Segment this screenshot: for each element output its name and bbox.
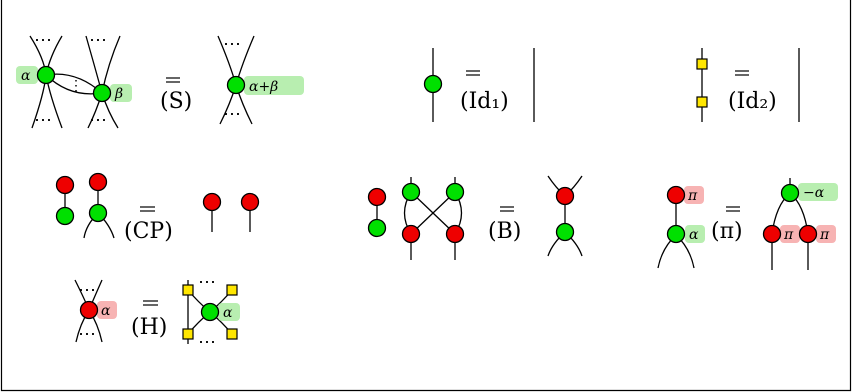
red-pi-lhs: [666, 185, 686, 205]
rule-label-pi: (π): [711, 219, 743, 244]
dots-h-rhs-bottom: ⋯: [198, 332, 216, 353]
phase-sum: α+β: [249, 79, 278, 95]
green-bialg-rhs: [555, 222, 575, 242]
dots-h-top: ⋯: [78, 280, 96, 301]
phase-bg-pi-rhs-right: [816, 225, 836, 243]
rule-label-b: (B): [488, 219, 521, 244]
hadamard-box-bottom: [696, 96, 708, 108]
green-identity: [423, 74, 443, 94]
identity-rule-1: (Id₁): [423, 48, 535, 122]
red-copy-out-right: [240, 192, 260, 212]
hadamard-rule: ⋯ ⋯ α (H) ⋯ ⋯ α: [74, 272, 240, 353]
phase-bg-neg-alpha: [798, 183, 838, 201]
dots-middle: ⋮: [69, 78, 83, 94]
green-copy-right: [88, 203, 108, 223]
phase-bg-alpha-lhs: [685, 225, 705, 243]
red-bialg-bottom-left: [401, 224, 421, 244]
dots-bottom-right: ⋯: [89, 110, 107, 131]
hadamard-box-h-bl: [182, 328, 194, 340]
rule-label-id2: (Id₂): [728, 89, 777, 114]
hadamard-box-top: [696, 58, 708, 70]
pi-rule: π α (π) −α π π: [657, 178, 838, 270]
red-pi-rhs-right: [798, 224, 818, 244]
hadamard-box-h-br: [226, 328, 238, 340]
green-h-rhs: [200, 302, 220, 322]
phase-bg-h-rhs: [218, 303, 240, 321]
hadamard-box-h-tl: [182, 284, 194, 296]
rule-label-cp: (CP): [124, 219, 173, 244]
dots-rhs-top: ⋯: [223, 34, 241, 55]
phase-bg-beta: [110, 84, 132, 102]
bialgebra-rule: (B): [367, 175, 583, 260]
green-copy-left: [55, 206, 75, 226]
phase-alpha: α: [21, 68, 31, 84]
phase-bg-sum: [244, 76, 304, 95]
phase-h-lhs: α: [101, 303, 111, 319]
phase-beta: β: [114, 86, 123, 102]
green-bialg-top-left: [401, 182, 421, 202]
rule-label-h: (H): [131, 315, 167, 340]
green-bialg-top-right: [445, 182, 465, 202]
dots-rhs-bottom: ⋯: [223, 104, 241, 125]
hadamard-box-h-tr: [226, 284, 238, 296]
green-neg-alpha-rhs: [780, 183, 800, 203]
red-pi-rhs-left: [762, 224, 782, 244]
copy-rule: (CP): [55, 172, 260, 244]
phase-alpha-lhs: α: [689, 227, 699, 243]
red-bialg-bottom-right: [445, 224, 465, 244]
phase-pi-lhs: π: [687, 188, 698, 204]
red-copy-out-left: [202, 192, 222, 212]
red-copy-right: [88, 172, 108, 192]
dots-top-left: ⋯: [34, 30, 52, 51]
rule-label-id1: (Id₁): [460, 89, 509, 114]
red-copy-left: [55, 175, 75, 195]
dots-bottom-left: ⋯: [34, 110, 52, 131]
dots-top-right: ⋯: [89, 30, 107, 51]
phase-h-rhs: α: [223, 305, 233, 321]
rule-label-spider: (S): [160, 89, 192, 114]
phase-bg-pi-lhs: [684, 186, 704, 204]
dots-h-bottom: ⋯: [78, 324, 96, 345]
identity-rule-2: (Id₂): [696, 48, 800, 122]
phase-pi-rhs-right: π: [819, 227, 830, 243]
green-bialg-left: [367, 218, 387, 238]
phase-pi-rhs-left: π: [783, 227, 794, 243]
dots-h-rhs-top: ⋯: [198, 272, 216, 293]
green-alpha-lhs: [666, 224, 686, 244]
phase-bg-h-lhs: [97, 301, 117, 319]
green-spider-alpha: [36, 65, 56, 85]
green-spider-merged: [226, 75, 246, 95]
red-bialg-rhs: [555, 186, 575, 206]
red-h-lhs: [79, 300, 99, 320]
phase-bg-pi-rhs-left: [780, 225, 800, 243]
green-spider-beta: [92, 83, 112, 103]
spider-rule: ⋯ ⋯ ⋯ ⋯ ⋮ α β (S) ⋯ ⋯ α+β: [16, 30, 304, 131]
phase-bg-alpha: [16, 66, 38, 84]
red-bialg-left: [367, 187, 387, 207]
phase-neg-alpha: −α: [803, 185, 825, 201]
